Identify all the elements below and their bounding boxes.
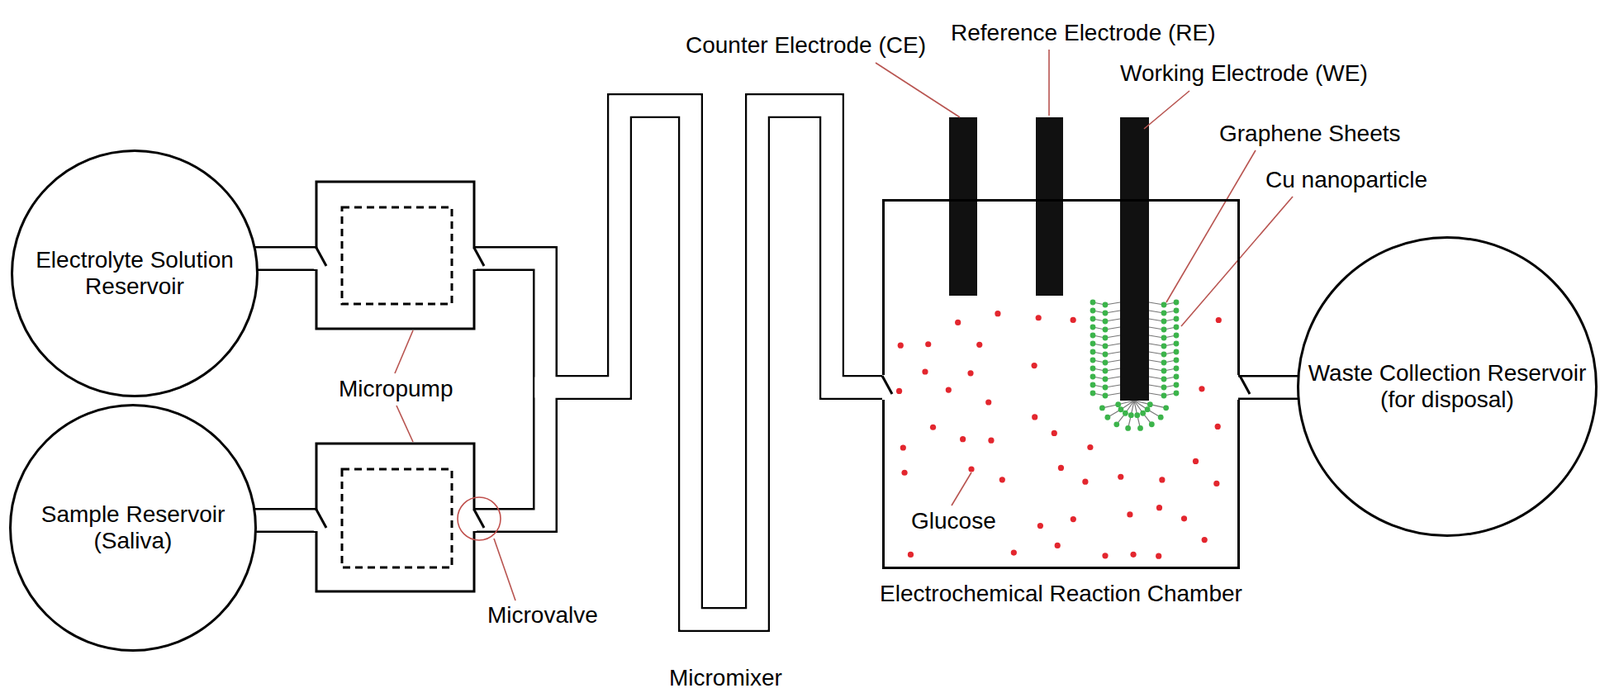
valve-opening (313, 248, 477, 532)
part-label: Counter Electrode (CE) (685, 32, 926, 58)
nanomaterial-and-glucose (896, 299, 1222, 560)
reservoir-circle: Electrolyte Solution Reservoir (10, 149, 259, 398)
part-label: Reference Electrode (RE) (950, 19, 1216, 46)
node-label: Waste Collection Reservoir (for disposal… (1299, 360, 1596, 414)
node-label: Electrolyte Solution Reservoir (14, 246, 255, 300)
chamber-caption-holder: Electrochemical Reaction Chamber (832, 580, 1290, 608)
channel-bore (252, 105, 883, 620)
part-label: Graphene Sheets (1219, 120, 1401, 147)
callout-circle (457, 497, 501, 541)
part-label: Micropump (338, 375, 453, 402)
channel-walls (251, 105, 1302, 620)
part-label: Working Electrode (WE) (1120, 60, 1368, 86)
reservoir-circle: Waste Collection Reservoir (for disposal… (1296, 236, 1598, 537)
channel-wall (252, 105, 883, 620)
part-label-holder: Working Electrode (WE) (1120, 61, 1368, 87)
microvalve-flap (316, 247, 1250, 528)
micropump (316, 443, 475, 592)
part-label-holder: Reference Electrode (RE) (950, 20, 1216, 47)
part-label-holder: Counter Electrode (CE) (685, 33, 926, 59)
channel-wall (251, 105, 883, 620)
leader-line (394, 49, 1293, 601)
working-electrode (1120, 117, 1149, 401)
part-label-holder: Micropump (338, 376, 453, 403)
node-label: Electrochemical Reaction Chamber (832, 580, 1290, 608)
part-label-holder: Glucose (911, 508, 997, 535)
channel-wall (1238, 375, 1302, 400)
part-label-holder: Graphene Sheets (1219, 121, 1401, 148)
part-label-holder: Cu nanoparticle (1265, 167, 1428, 194)
node-label: Sample Reservoir (Saliva) (29, 501, 237, 555)
part-label-holder: Micromixer (669, 665, 783, 692)
channel-bore (1238, 377, 1302, 399)
electrode (949, 117, 1064, 296)
part-label: Micromixer (669, 664, 783, 691)
part-label: Cu nanoparticle (1265, 166, 1428, 193)
part-label: Microvalve (487, 602, 599, 628)
channel-bore (251, 105, 883, 620)
part-label: Glucose (911, 508, 997, 534)
reservoir-circle: Sample Reservoir (Saliva) (9, 403, 257, 652)
channel-bores (251, 105, 1302, 620)
chamber-wall (883, 200, 1240, 569)
part-label-holder: Microvalve (487, 602, 599, 629)
micropump (316, 181, 475, 329)
